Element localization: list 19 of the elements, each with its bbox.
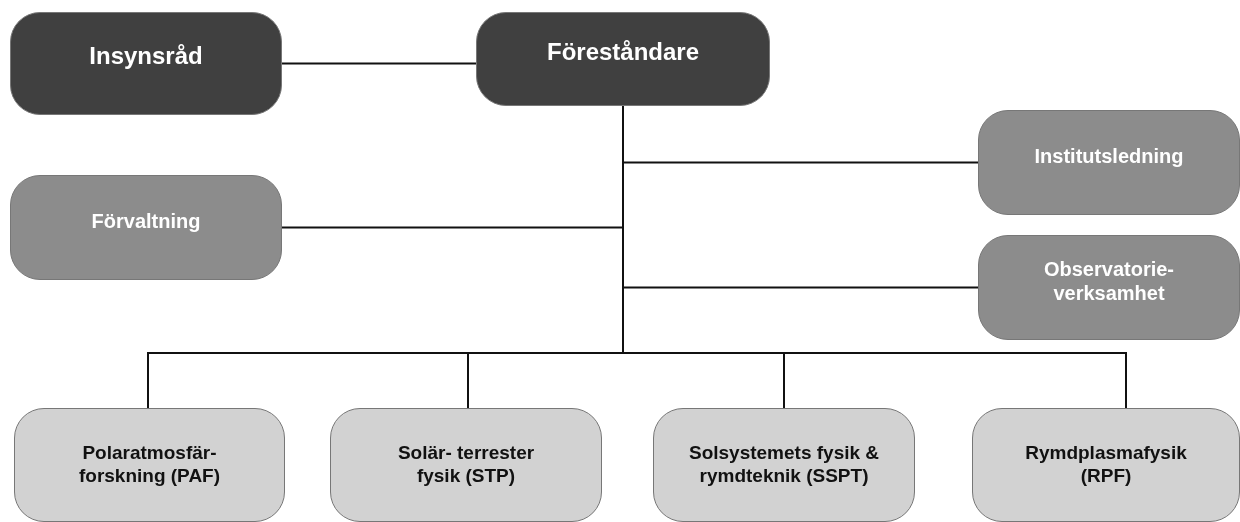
connector-line (281, 62, 477, 65)
department-box (653, 408, 915, 522)
unit-name: Insynsråd (89, 42, 203, 71)
unit-name: Polaratmosfär- forskning (PAF) (77, 442, 222, 488)
unit-name: Solär- terrester fysik (STP) (396, 442, 536, 488)
unit-name: Observatorie- verksamhet (1042, 256, 1176, 305)
unit-name: Förvaltning (91, 208, 201, 233)
org-unit-box (978, 235, 1240, 340)
org-unit-box (978, 110, 1240, 215)
org-unit-box (10, 175, 282, 280)
unit-name: Institutsledning (1034, 143, 1184, 168)
department-box (330, 408, 602, 522)
unit-name: Föreståndare (546, 37, 700, 67)
unit-name: Rymdplasmafysik (RPF) (1024, 442, 1188, 488)
org-unit-box (10, 12, 282, 115)
department-box (972, 408, 1240, 522)
department-box (14, 408, 285, 522)
unit-name: Solsystemets fysik & rymdteknik (SSPT) (687, 442, 881, 488)
org-unit-box (476, 12, 770, 106)
